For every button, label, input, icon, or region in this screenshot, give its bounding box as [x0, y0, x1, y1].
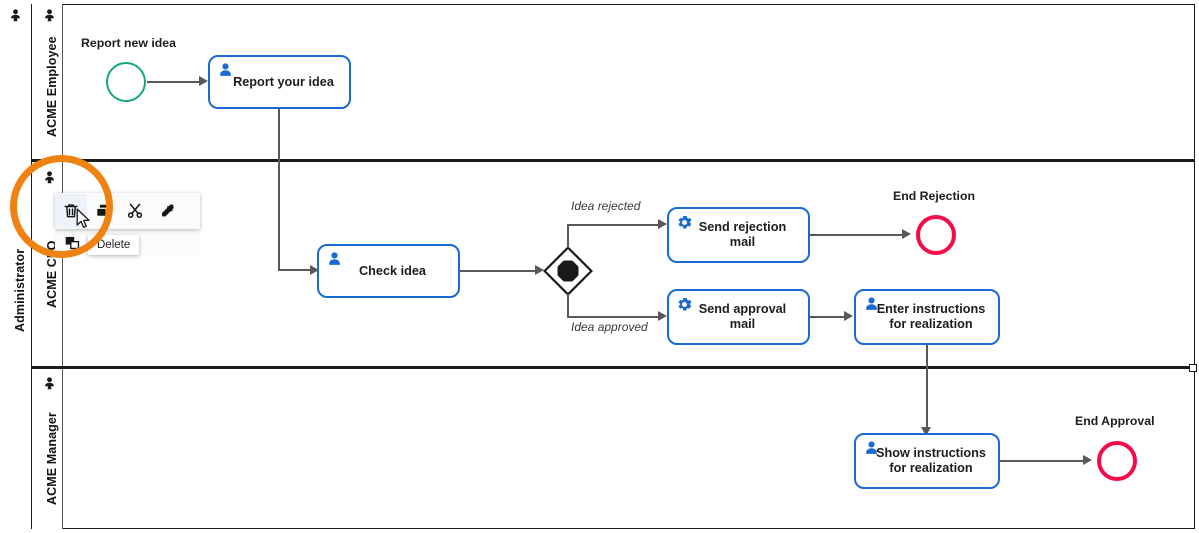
user-task-icon — [326, 251, 343, 268]
end-event-approval[interactable] — [1097, 441, 1137, 481]
lane-label-acme-manager: ACME Manager — [45, 412, 59, 505]
scissors-icon — [126, 202, 144, 220]
pool-administrator[interactable] — [4, 4, 1195, 529]
eyedropper-icon — [158, 202, 176, 220]
connector-arrowhead — [902, 229, 911, 239]
task-label: Report your idea — [233, 74, 334, 89]
connector-gateway-rejected-v[interactable] — [567, 224, 569, 248]
pool-label: Administrator — [13, 248, 27, 332]
event-label-end-approval: End Approval — [1075, 414, 1155, 428]
connector-report-to-check-v[interactable] — [278, 109, 280, 271]
connector-approval-to-enter[interactable] — [810, 316, 846, 318]
task-report-your-idea[interactable]: Report your idea — [208, 55, 351, 109]
lane-label-acme-employee: ACME Employee — [45, 36, 59, 137]
start-event-report-new-idea[interactable] — [106, 62, 146, 102]
service-task-icon — [676, 296, 693, 313]
lane-header-acme-manager[interactable] — [32, 369, 63, 529]
highlight-annotation-circle — [10, 155, 113, 258]
connector-enter-to-show[interactable] — [926, 345, 928, 429]
connector-arrowhead — [844, 311, 853, 321]
user-task-icon — [863, 296, 880, 313]
event-label-report-new-idea: Report new idea — [81, 36, 176, 50]
gateway-idea-decision[interactable] — [543, 246, 593, 296]
connector-rejection-to-end[interactable] — [810, 234, 904, 236]
connector-gateway-rejected-h[interactable] — [567, 224, 660, 226]
connector-arrowhead — [535, 265, 544, 275]
connector-gateway-approved-h[interactable] — [567, 316, 660, 318]
connector-arrowhead — [1083, 455, 1092, 465]
connector-arrowhead — [199, 76, 208, 86]
lane-participant-icon — [42, 376, 57, 391]
task-label: Check idea — [359, 263, 426, 278]
lane-separator-1[interactable] — [32, 159, 1195, 162]
connector-arrowhead — [658, 219, 667, 229]
task-check-idea[interactable]: Check idea — [317, 244, 460, 298]
connector-show-to-end-approval[interactable] — [1000, 460, 1085, 462]
connector-report-to-check-h[interactable] — [278, 269, 312, 271]
color-picker-button[interactable] — [151, 194, 183, 228]
lane-resize-handle[interactable] — [1189, 364, 1197, 372]
flow-label-idea-rejected: Idea rejected — [571, 199, 641, 213]
lane-participant-icon — [42, 8, 57, 23]
connector-arrowhead — [658, 311, 667, 321]
cut-button[interactable] — [119, 194, 151, 228]
lane-participant-icon — [8, 8, 23, 23]
connector-gateway-approved-v[interactable] — [567, 294, 569, 317]
end-event-rejection[interactable] — [916, 215, 956, 255]
pool-header-administrator[interactable] — [4, 4, 32, 529]
user-task-icon — [863, 440, 880, 457]
connector-check-to-gateway[interactable] — [460, 270, 537, 272]
lane-separator-2[interactable] — [32, 366, 1195, 369]
delete-tooltip: Delete — [88, 235, 140, 255]
user-task-icon — [217, 62, 234, 79]
event-label-end-rejection: End Rejection — [893, 189, 975, 203]
lane-header-acme-employee[interactable] — [32, 4, 63, 160]
flow-label-idea-approved: Idea approved — [571, 320, 648, 334]
connector-start-to-report[interactable] — [147, 81, 200, 83]
connector-arrowhead — [921, 427, 931, 436]
service-task-icon — [676, 214, 693, 231]
connector-arrowhead — [310, 265, 319, 275]
